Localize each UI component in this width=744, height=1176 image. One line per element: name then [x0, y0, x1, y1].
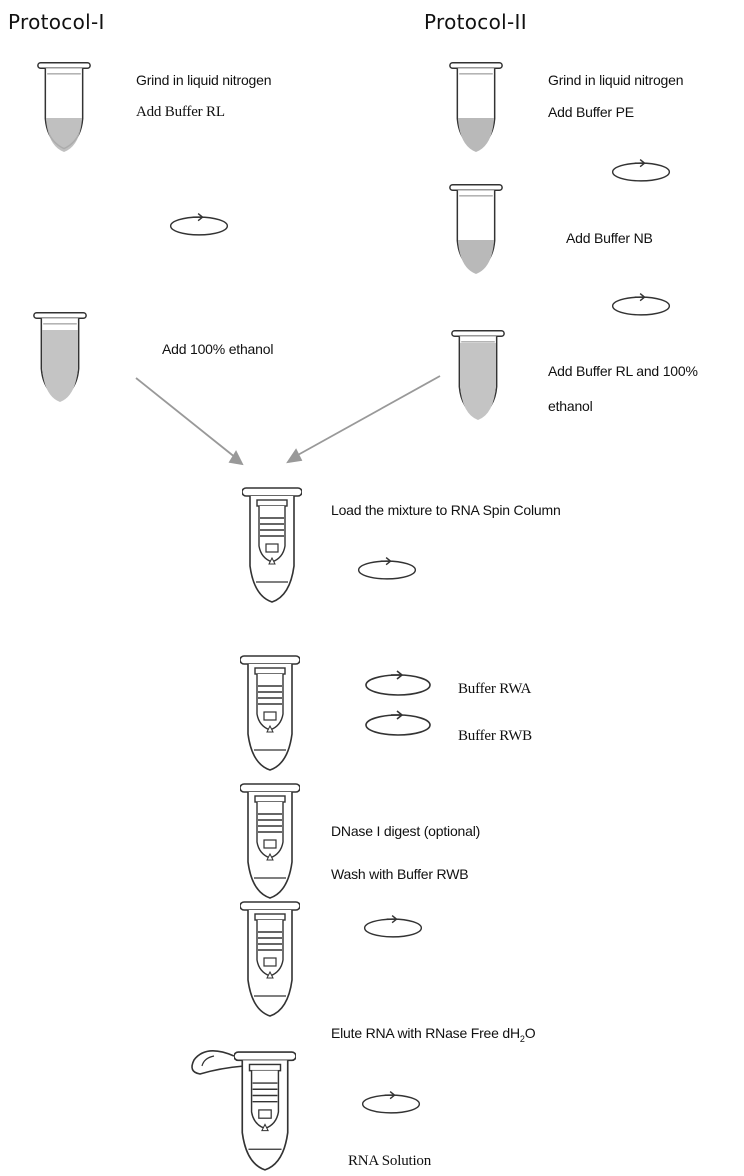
final-tube-open-lid-icon: [192, 1051, 296, 1170]
p1-tube-icon: [38, 63, 90, 152]
p2-tube-rl-ethanol-icon: [452, 331, 504, 420]
p2-centrifuge-icon-1: [613, 160, 670, 181]
spin-column-wash-icon: [240, 656, 300, 770]
p1-tube-ethanol-icon: [34, 313, 86, 402]
p2-tube-nb-icon: [450, 185, 502, 274]
p2-tube-pe-icon: [450, 63, 502, 152]
spin-column-load-icon: [242, 488, 302, 602]
p2-centrifuge-icon-2: [613, 294, 670, 315]
flow-arrow-icon: [136, 376, 440, 464]
final-centrifuge-icon: [363, 1092, 420, 1113]
rwa-centrifuge-icon: [366, 671, 430, 695]
spin-column-dnase-icon: [240, 784, 300, 898]
load-centrifuge-icon: [359, 558, 416, 579]
spin-column-elute-icon: [240, 902, 300, 1016]
p1-centrifuge-icon: [171, 214, 228, 235]
elute-centrifuge-icon: [365, 916, 422, 937]
rwb-centrifuge-icon: [366, 711, 430, 735]
